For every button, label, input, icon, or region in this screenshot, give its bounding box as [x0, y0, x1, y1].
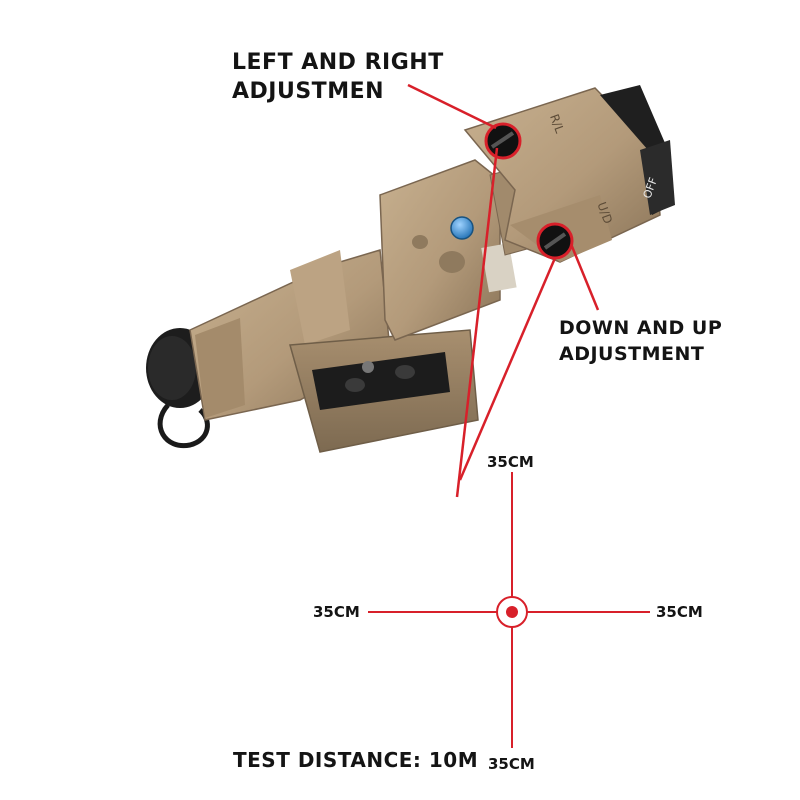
test-distance-label: TEST DISTANCE: 10M	[233, 748, 479, 772]
target-dot	[506, 606, 518, 618]
pointer-lines	[407, 83, 600, 498]
crosshair-label-bottom: 35CM	[488, 755, 535, 773]
down-up-beam	[458, 257, 557, 481]
down-up-label-line-2: ADJUSTMENT	[559, 343, 705, 365]
mount-base	[289, 329, 479, 453]
blue-button	[450, 216, 474, 240]
windage-knob	[484, 122, 522, 160]
crosshair-label-top: 35CM	[487, 453, 534, 471]
down-up-pointer	[569, 243, 600, 311]
down-up-adjustment-label: DOWN AND UP ADJUSTMENT	[559, 315, 722, 367]
left-right-pointer	[407, 83, 497, 130]
left-right-label-line-1: LEFT AND RIGHT	[232, 50, 444, 75]
rl-marking: R/L	[547, 112, 567, 135]
crosshair	[368, 472, 650, 748]
crosshair-label-right: 35CM	[656, 603, 703, 621]
switch-block: OFF	[600, 85, 675, 215]
crosshair-label-left: 35CM	[313, 603, 360, 621]
middle-housing	[379, 159, 517, 341]
left-right-beam	[455, 147, 499, 498]
left-right-label-line-2: ADJUSTMEN	[232, 79, 385, 104]
down-up-label-line-1: DOWN AND UP	[559, 317, 723, 339]
elevation-knob	[536, 222, 574, 260]
left-right-adjustment-label: LEFT AND RIGHT ADJUSTMEN	[232, 48, 444, 106]
